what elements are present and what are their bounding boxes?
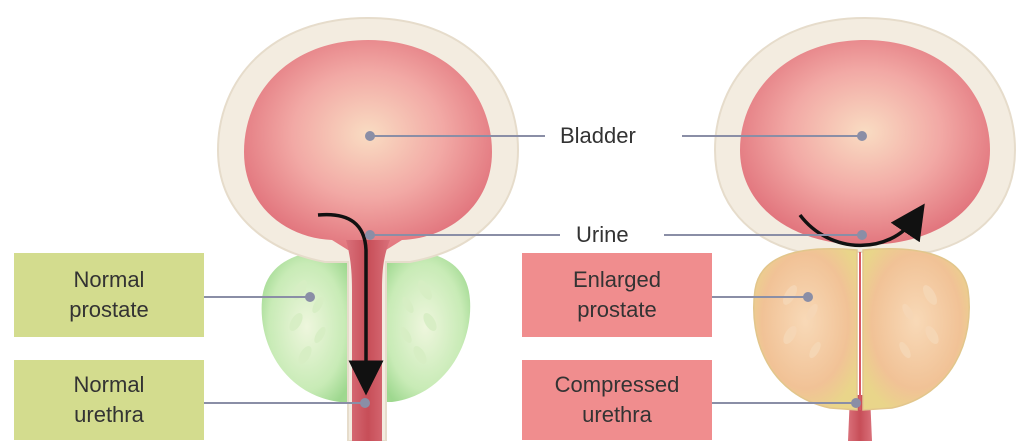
urine-label: Urine [570,220,635,250]
normal-bladder-lumen [244,40,492,250]
enlarged-bladder-lumen [740,40,990,245]
enlarged-prostate-right-lobe [863,249,969,410]
normal-prostate-illustration [218,18,518,441]
enlarged-prostate-left-lobe [754,249,857,410]
enlarged-prostate-illustration [715,18,1015,441]
normal-prostate-left-lobe [262,251,352,402]
normal-prostate-right-lobe [380,251,470,402]
bladder-label: Bladder [554,121,642,151]
